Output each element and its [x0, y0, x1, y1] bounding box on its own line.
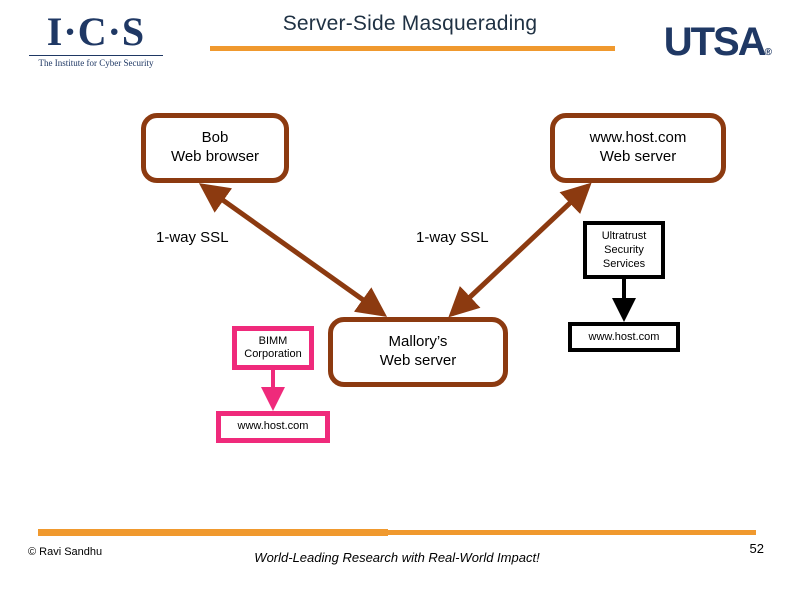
diagram-node-ultratrust[interactable]: Ultratrust Security Services [583, 221, 665, 279]
node-host-server-text: www.host.com Web server [590, 129, 687, 167]
title-underline-bar [210, 46, 615, 51]
ics-logo-divider [29, 55, 163, 56]
node-bob-text: Bob Web browser [171, 129, 259, 167]
node-host-server-line-1: www.host.com [589, 129, 687, 147]
diagram-node-host-certificate-black[interactable]: www.host.com [568, 322, 680, 352]
node-ultratrust-line-2: Security [604, 243, 644, 256]
ics-logo: I·C·S The Institute for Cyber Security [26, 12, 166, 68]
diagram-node-host-certificate-pink[interactable]: www.host.com [216, 411, 330, 443]
page-title: Server-Side Masquerading [282, 12, 538, 35]
diagram-node-host-web-server[interactable]: www.host.com Web server [550, 113, 726, 183]
page-number: 52 [749, 541, 764, 556]
footer-tagline: World-Leading Research with Real-World I… [254, 550, 540, 565]
utsa-logo: UTSA® [664, 22, 772, 62]
connector-bob-mallory [198, 183, 388, 317]
diagram-node-mallory-web-server[interactable]: Mallory’s Web server [328, 317, 508, 387]
node-ultratrust-line-1: Ultratrust [601, 229, 647, 242]
node-ultratrust-text: Ultratrust Security Services [602, 229, 647, 272]
ics-logo-mark: I·C·S [46, 9, 146, 54]
footer-rule-accent [38, 529, 388, 536]
node-bob-line-1: Bob [201, 129, 229, 147]
utsa-logo-text: UTSA [663, 20, 767, 64]
edge-label-ssl-left: 1-way SSL [156, 229, 229, 246]
node-ultratrust-line-3: Services [602, 258, 646, 271]
node-bimm-line-2: Corporation [244, 348, 302, 360]
diagram-node-bob[interactable]: Bob Web browser [141, 113, 289, 183]
footer-rule [38, 530, 756, 535]
ics-logo-subtitle: The Institute for Cyber Security [38, 58, 154, 68]
node-host-cert-black-text: www.host.com [588, 330, 660, 343]
node-bob-line-2: Web browser [170, 148, 260, 165]
node-mallory-text: Mallory’s Web server [380, 333, 456, 371]
node-bimm-line-1: BIMM [258, 334, 288, 347]
diagram-node-bimm-corporation[interactable]: BIMM Corporation [232, 326, 314, 370]
connector-hostserver-mallory [448, 182, 592, 318]
edge-label-ssl-right: 1-way SSL [416, 229, 489, 246]
node-host-server-line-2: Web server [599, 148, 677, 165]
node-mallory-line-2: Web server [379, 352, 457, 369]
footer-copyright: © Ravi Sandhu [28, 546, 103, 558]
node-host-cert-pink-text: www.host.com [237, 420, 309, 433]
registered-trademark-icon: ® [764, 47, 772, 58]
node-mallory-line-1: Mallory’s [388, 333, 448, 351]
node-bimm-text: BIMM Corporation [244, 335, 301, 361]
